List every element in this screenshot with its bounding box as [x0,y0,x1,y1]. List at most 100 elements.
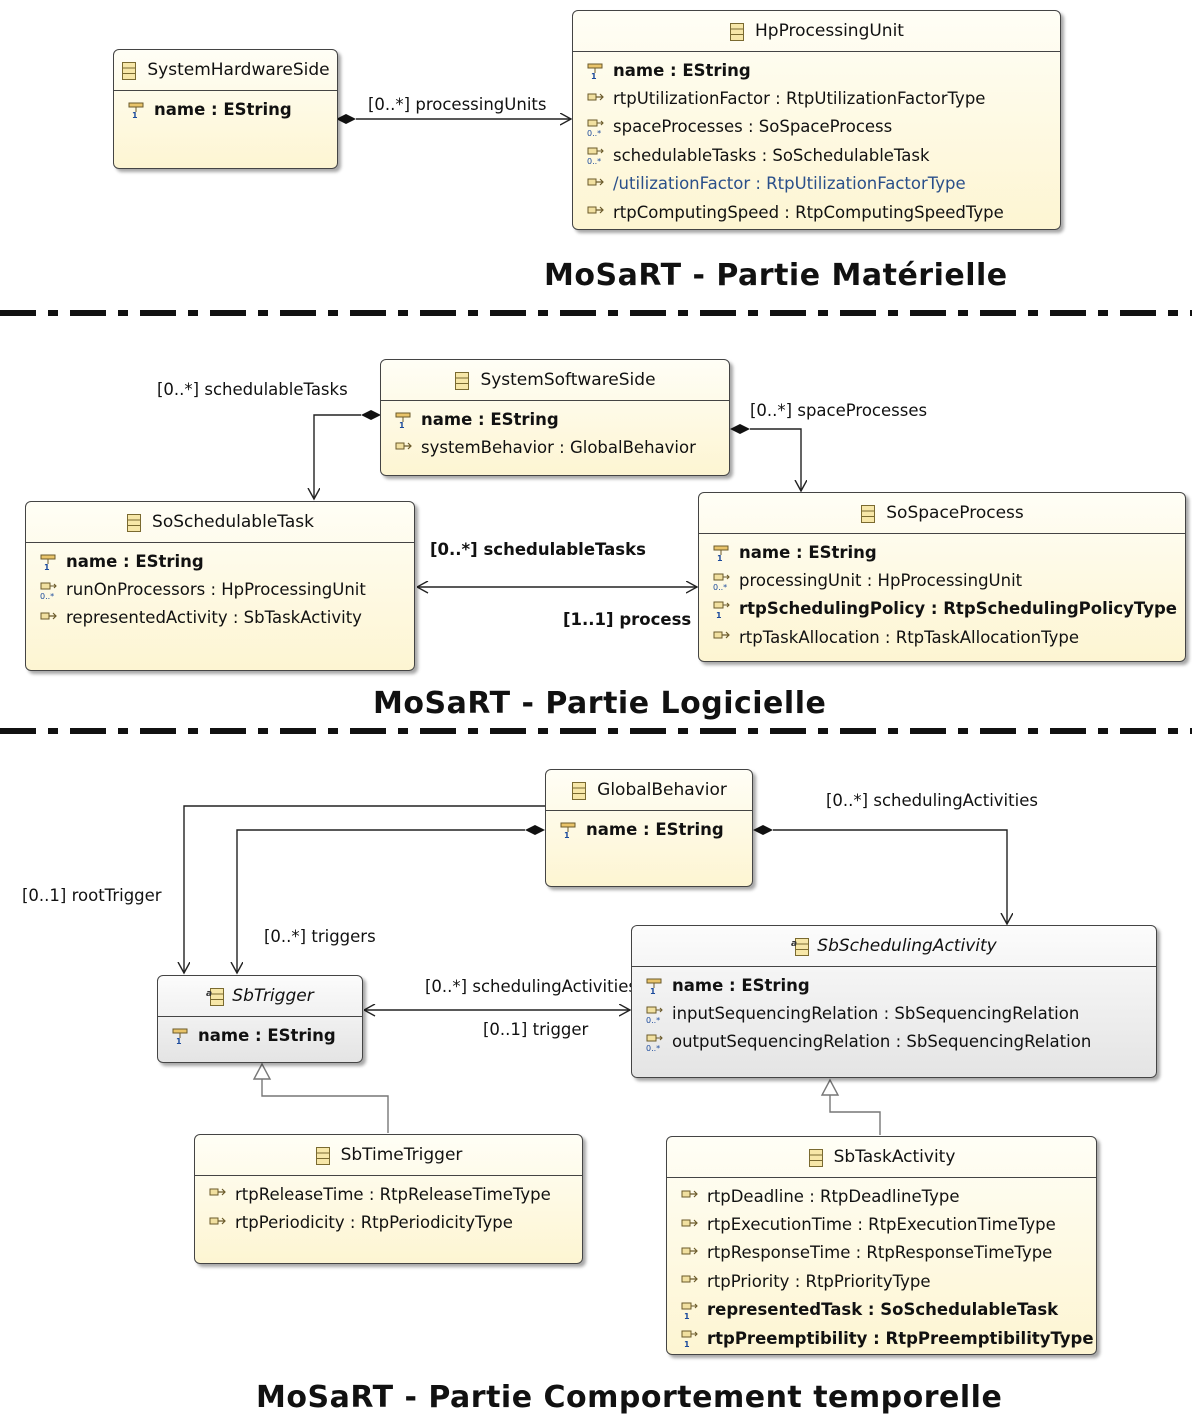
attribute-row[interactable]: rtpDeadline : RtpDeadlineType [681,1182,1096,1210]
assoc-scheduling-activities-top-line [753,825,1007,924]
attribute-label: spaceProcesses : SoSpaceProcess [613,117,893,137]
class-sb-task-activity[interactable]: SbTaskActivity rtpDeadline : RtpDeadlineT… [666,1136,1097,1355]
assoc-root-trigger-label: [0..1] rootTrigger [22,886,162,905]
attribute-label: rtpSchedulingPolicy : RtpSchedulingPolic… [739,599,1177,619]
attribute-row[interactable]: rtpPeriodicity : RtpPeriodicityType [209,1208,582,1236]
attribute-row[interactable]: 0..*inputSequencingRelation : SbSequenci… [646,999,1156,1027]
svg-text:1: 1 [591,72,597,80]
reference-icon [681,1245,699,1261]
assoc-trigger-label: [0..1] trigger [483,1020,589,1039]
class-header: SbTaskActivity [667,1137,1096,1178]
svg-text:0..*: 0..* [646,1044,660,1052]
section-title-behavior: MoSaRT - Partie Comportement temporelle [256,1380,1003,1415]
attribute-row[interactable]: rtpUtilizationFactor : RtpUtilizationFac… [587,84,1060,112]
reference-icon [209,1186,227,1202]
abstract-class-icon: a [206,987,225,1006]
svg-text:1: 1 [564,831,570,839]
attribute-label: name : EString [672,975,810,995]
attribute-row[interactable]: rtpPriority : RtpPriorityType [681,1267,1096,1295]
attribute-row[interactable]: rtpComputingSpeed : RtpComputingSpeedTyp… [587,198,1060,226]
attribute-label: processingUnit : HpProcessingUnit [739,571,1023,591]
svg-text:1: 1 [132,111,138,119]
class-name: GlobalBehavior [597,780,727,800]
attribute-row[interactable]: systemBehavior : GlobalBehavior [395,433,729,461]
reference-many-icon: 0..* [40,582,58,600]
attribute-row[interactable]: 0..*runOnProcessors : HpProcessingUnit [40,575,414,603]
assoc-scheduling-activities-top-label: [0..*] schedulingActivities [826,791,1038,810]
class-header: SoSpaceProcess [699,493,1185,534]
attribute-label: name : EString [421,409,559,429]
class-header: GlobalBehavior [546,770,752,811]
reference-many-icon: 0..* [646,1034,664,1052]
assoc-triggers-line [237,825,545,973]
attribute-row[interactable]: rtpExecutionTime : RtpExecutionTimeType [681,1210,1096,1238]
reference-icon [209,1215,227,1231]
class-header: SystemHardwareSide [114,50,337,91]
attribute-label: rtpPeriodicity : RtpPeriodicityType [235,1213,513,1233]
assoc-schedulable-tasks-mid-label: [0..*] schedulableTasks [430,540,646,559]
attribute-row[interactable]: /utilizationFactor : RtpUtilizationFacto… [587,170,1060,198]
assoc-processing-units-line [336,114,571,124]
attribute-label: rtpPreemptibility : RtpPreemptibilityTyp… [707,1328,1094,1348]
attribute-row[interactable]: 0..* spaceProcesses : SoSpaceProcess [587,113,1060,141]
assoc-schedulable-tasks-top-line [314,410,381,499]
generalization-time-trigger [252,1062,389,1133]
reference-many-icon: 0..* [713,573,731,591]
abstract-class-icon: a [791,937,810,956]
attribute-row[interactable]: 1 name : EString [395,405,729,433]
attribute-label: representedActivity : SbTaskActivity [66,608,362,628]
attribute-row[interactable]: rtpReleaseTime : RtpReleaseTimeType [209,1180,582,1208]
attribute-label: representedTask : SoSchedulableTask [707,1300,1059,1320]
attribute-row[interactable]: rtpTaskAllocation : RtpTaskAllocationTyp… [713,623,1185,651]
class-icon [121,61,139,80]
assoc-triggers-label: [0..*] triggers [264,927,376,946]
svg-text:0..*: 0..* [40,592,54,600]
id-attribute-icon: 1 [395,411,413,429]
reference-one-icon: 1 [681,1330,699,1348]
class-name: SoSpaceProcess [886,503,1024,523]
attribute-row[interactable]: 1 rtpPreemptibility : RtpPreemptibilityTy… [681,1324,1096,1352]
attribute-row[interactable]: 0..* processingUnit : HpProcessingUnit [713,566,1185,594]
id-attribute-icon: 1 [172,1027,190,1045]
attribute-label: systemBehavior : GlobalBehavior [421,438,696,458]
reference-many-icon: 0..* [587,119,605,137]
attribute-label: rtpPriority : RtpPriorityType [707,1271,931,1291]
attribute-row[interactable]: rtpResponseTime : RtpResponseTimeType [681,1239,1096,1267]
attribute-row[interactable]: representedActivity : SbTaskActivity [40,604,414,632]
class-icon [571,781,589,800]
attribute-row[interactable]: 1 rtpSchedulingPolicy : RtpSchedulingPoli… [713,595,1185,623]
assoc-space-processes-line [730,424,801,491]
reference-one-icon: 1 [713,601,731,619]
attribute-label: rtpComputingSpeed : RtpComputingSpeedTyp… [613,202,1004,222]
attribute-label: outputSequencingRelation : SbSequencingR… [672,1032,1092,1052]
attribute-label: rtpDeadline : RtpDeadlineType [707,1186,960,1206]
class-header: SoSchedulableTask [26,502,414,543]
attribute-label: inputSequencingRelation : SbSequencingRe… [672,1004,1080,1024]
attribute-row[interactable]: 0..*schedulableTasks : SoSchedulableTask [587,141,1060,169]
attribute-label: name : EString [66,551,204,571]
id-attribute-icon: 1 [713,544,731,562]
attribute-row[interactable]: 0..* outputSequencingRelation : SbSequenc… [646,1028,1156,1056]
attribute-label: rtpTaskAllocation : RtpTaskAllocationTyp… [739,627,1079,647]
